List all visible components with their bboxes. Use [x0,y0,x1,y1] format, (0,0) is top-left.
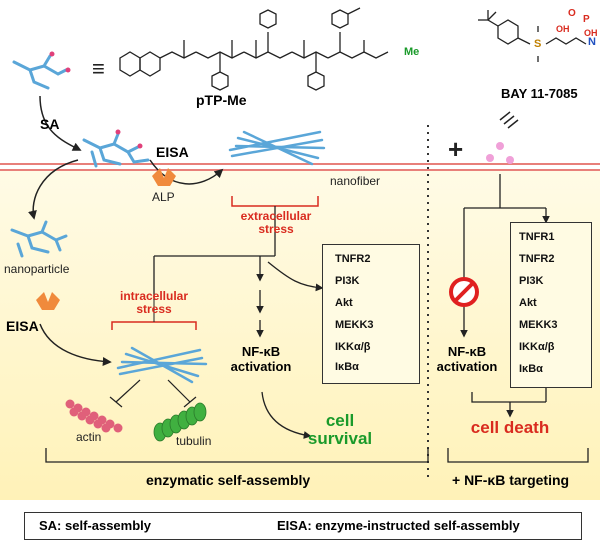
nanoparticle-cluster [10,220,68,258]
legend-eisa: EISA: enzyme-instructed self-assembly [277,518,520,533]
micelle-cluster [82,129,150,168]
targeting-bracket [447,448,589,463]
left-protein-3: MEKK3 [335,319,374,331]
label-ptp-me: pTP-Me [196,92,247,108]
left-protein-2: Akt [335,297,353,309]
chem-phosphate-oh2: OH [584,28,598,38]
eisa-left-arrow [39,323,112,367]
right-pathway-lines [460,174,550,418]
label-cell-survival: cell survival [307,411,373,448]
legend-box: SA: self-assembly EISA: enzyme-instructe… [24,512,582,540]
nanofiber-intracellular [116,346,208,384]
label-intracellular-stress: intracellular stress [119,289,189,316]
chem-phosphate-p: P [583,14,590,25]
ptp-me-structure [119,7,389,91]
legend-sa: SA: self-assembly [39,518,151,533]
chem-methyl-ester: Me [404,46,420,58]
left-protein-0: TNFR2 [335,253,371,265]
label-enzymatic: enzymatic self-assembly [146,472,311,488]
sa-arrow [39,95,82,151]
right-protein-box: TNFR1 TNFR2 PI3K Akt MEKK3 IKKα/β IκBα [510,222,592,388]
right-protein-1: TNFR2 [519,253,555,265]
left-protein-4: IKKα/β [335,341,371,353]
label-eisa-left: EISA [6,318,39,334]
label-tubulin: tubulin [176,434,212,448]
prohibition-icon [449,277,479,307]
right-protein-0: TNFR1 [519,231,555,243]
stress-pathway-lines [153,206,324,439]
alp-enzyme-intracellular [36,292,60,310]
to-nanoparticle-arrow [28,159,79,220]
right-protein-6: IκBα [519,363,543,375]
label-alp: ALP [152,190,175,204]
label-actin: actin [76,430,102,444]
right-protein-5: IKKα/β [519,341,555,353]
enzymatic-bracket [45,448,429,463]
bay-structure [478,10,587,62]
bay-equivalence [499,111,519,129]
inhibition-lines [109,379,197,408]
right-protein-2: PI3K [519,275,544,287]
chem-phosphate-oh1: OH [556,24,570,34]
label-sa: SA [40,116,60,132]
label-nfkb-left: NF-κB activation [230,344,292,374]
label-extracellular-stress: extracellular stress [240,209,312,236]
alp-enzyme [152,168,176,186]
nanofiber-top [228,130,326,166]
label-nanoparticle: nanoparticle [4,262,70,276]
bay-particles [486,142,514,164]
left-protein-1: PI3K [335,275,360,287]
right-protein-3: Akt [519,297,537,309]
actin-filament [65,399,123,433]
label-targeting: + NF-κB targeting [452,472,570,488]
chem-bay-s: S [534,38,542,50]
eisa-top-arrow [149,159,224,185]
left-protein-box: TNFR2 PI3K Akt MEKK3 IKKα/β IκBα [322,244,420,384]
label-eisa-top: EISA [156,144,189,160]
label-bay: BAY 11-7085 [501,86,578,101]
left-protein-5: IκBα [335,361,359,373]
tubulin-filament [153,402,207,442]
label-plus: + [448,134,464,164]
right-protein-4: MEKK3 [519,319,558,331]
chem-phosphate-o: O [568,8,576,19]
label-nanofiber: nanofiber [330,174,381,188]
chem-bay-nitrile: N [588,36,596,48]
label-cell-death: cell death [470,418,550,437]
label-equiv: ≡ [92,56,105,81]
cell-membrane [0,163,600,171]
monomer-cluster [12,51,71,90]
label-nfkb-right: NF-κB activation [436,344,498,374]
cell-interior [0,170,600,500]
